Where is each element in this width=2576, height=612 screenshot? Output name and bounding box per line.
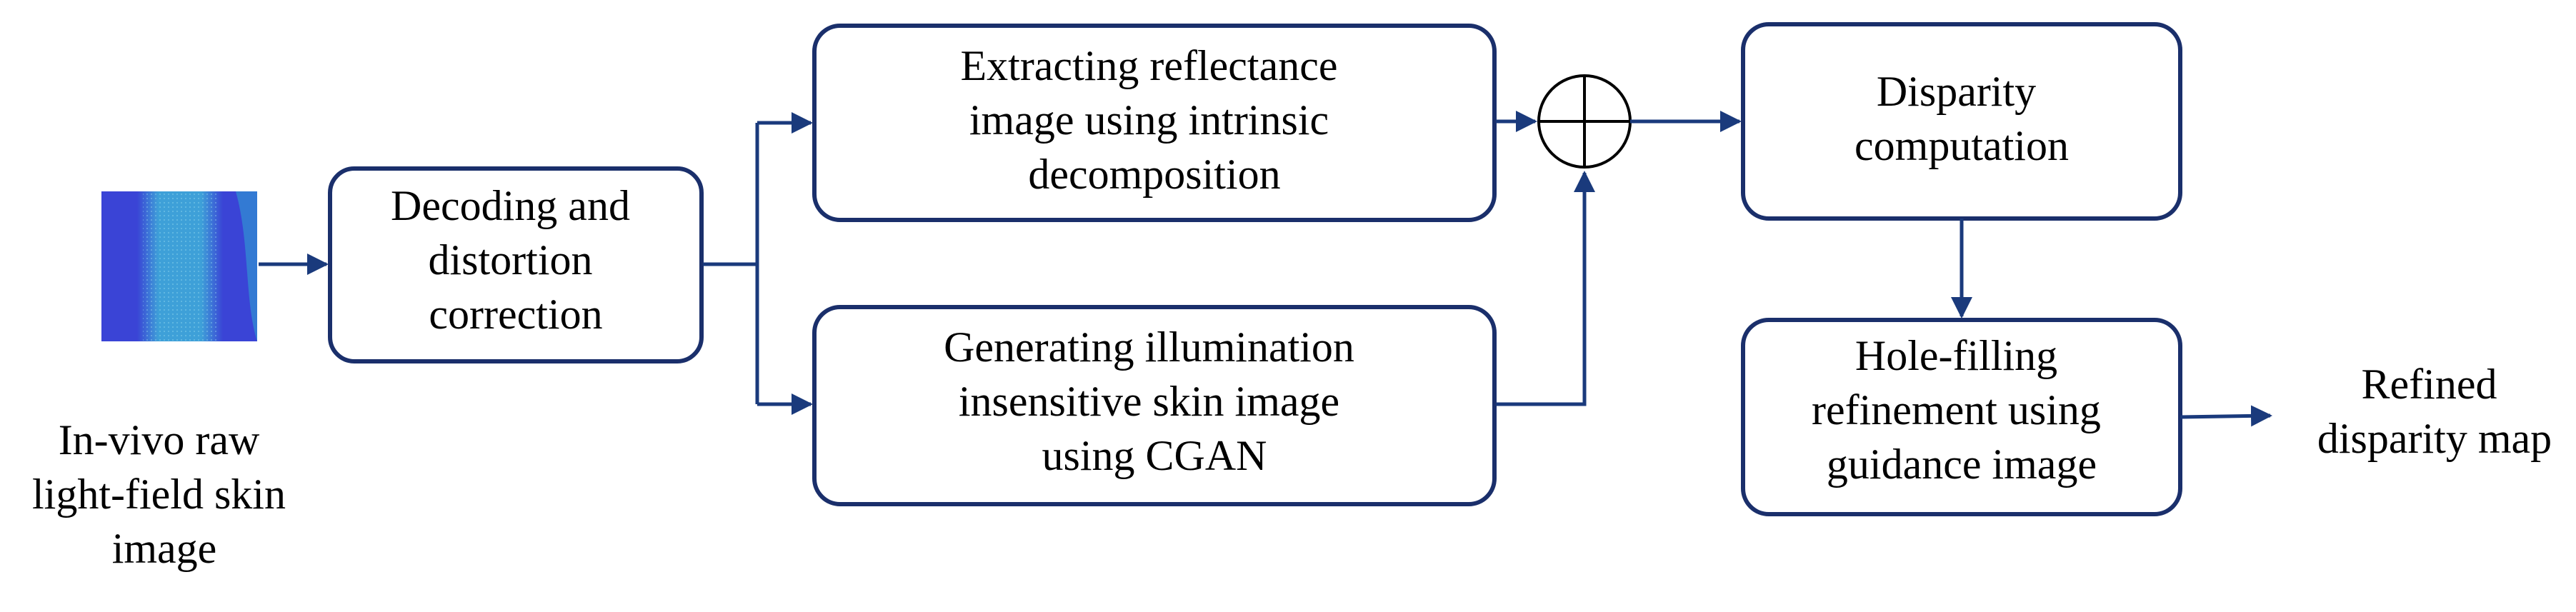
- decoding-box: [328, 166, 704, 363]
- thumbnail-texture: [143, 191, 217, 341]
- arrow-illumination-to-sum: [1496, 171, 1595, 406]
- input-caption-line: image: [112, 525, 217, 572]
- arrow-to-output: [2180, 405, 2272, 427]
- output-caption-line: disparity map: [2317, 415, 2552, 462]
- decoding-label-line: distortion: [428, 236, 592, 284]
- disparity-label-line: computation: [1854, 122, 2069, 169]
- hole-filling-label-line: refinement using: [1812, 386, 2101, 433]
- hole-filling-label-line: Hole-filling: [1855, 332, 2057, 379]
- input-caption-line: In-vivo raw: [59, 416, 260, 463]
- disparity-label-line: Disparity: [1877, 68, 2036, 115]
- illumination-label-line: using CGAN: [1042, 432, 1267, 479]
- output-caption: Refined disparity map: [2317, 361, 2552, 462]
- hole-filling-label-line: guidance image: [1827, 441, 2097, 488]
- illumination-label: Generating illumination insensitive skin…: [944, 323, 1365, 479]
- sum-node: [1537, 74, 1632, 169]
- illumination-label-line: Generating illumination: [944, 323, 1354, 371]
- decoding-label-line: correction: [429, 291, 602, 338]
- disparity-box: [1741, 22, 2182, 221]
- decoding-label: Decoding and distortion correction: [391, 182, 641, 338]
- thumbnail-edge: [236, 191, 257, 341]
- input-caption: In-vivo raw light-field skin image: [32, 416, 296, 572]
- reflectance-box: [812, 24, 1497, 222]
- output-caption-line: Refined: [2362, 361, 2497, 408]
- input-caption-line: light-field skin: [32, 471, 286, 518]
- illumination-box: [812, 305, 1497, 506]
- reflectance-label: Extracting reflectance image using intri…: [961, 42, 1349, 198]
- reflectance-label-line: Extracting reflectance: [961, 42, 1338, 89]
- reflectance-label-line: image using intrinsic: [969, 96, 1329, 144]
- decoding-label-line: Decoding and: [391, 182, 630, 229]
- disparity-label: Disparity computation: [1854, 68, 2069, 169]
- hole-filling-label: Hole-filling refinement using guidance i…: [1812, 332, 2112, 488]
- reflectance-label-line: decomposition: [1028, 151, 1280, 198]
- skin-image-thumbnail: [101, 191, 257, 341]
- illumination-label-line: insensitive skin image: [959, 378, 1339, 425]
